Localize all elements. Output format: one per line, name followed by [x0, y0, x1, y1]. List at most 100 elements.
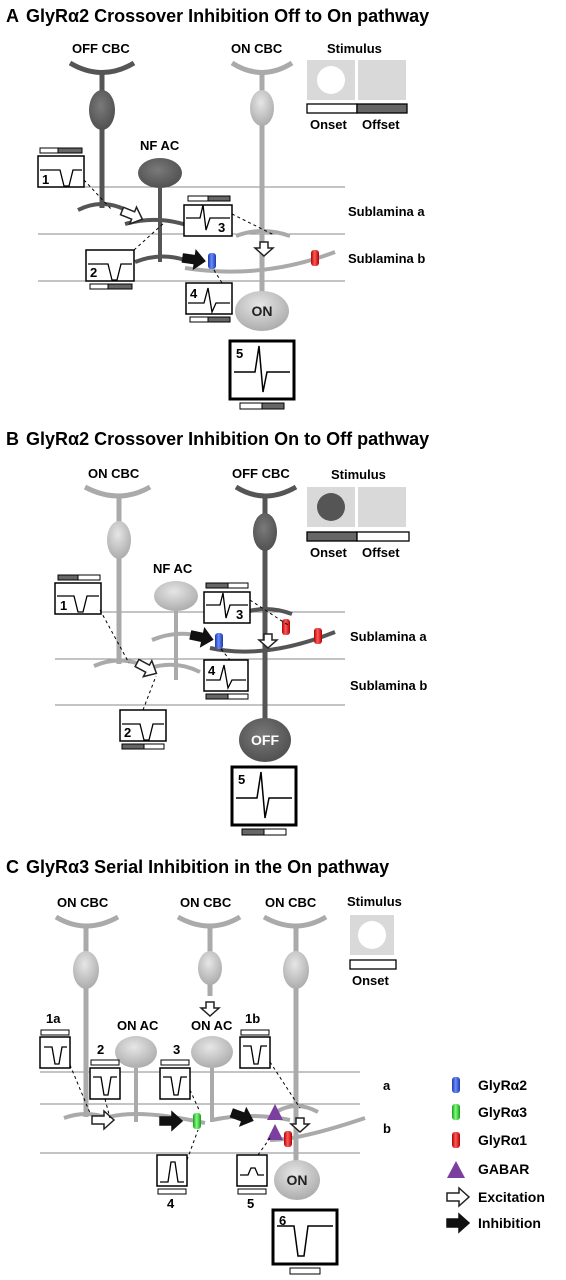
legend-item-inhibition: Inhibition — [446, 1213, 541, 1233]
layer-a-label: a — [383, 1078, 391, 1093]
on-gc-soma — [274, 1160, 320, 1200]
gabar-receptor — [267, 1124, 283, 1140]
legend-label: GlyRα3 — [478, 1104, 527, 1120]
recording-box-6: 6 — [271, 1208, 339, 1275]
recording-number: 2 — [90, 265, 97, 280]
on-cbc-soma — [107, 521, 131, 559]
recording-line — [142, 675, 157, 711]
on-ac-label: ON AC — [117, 1018, 159, 1033]
sublamina-a-label: Sublamina a — [348, 204, 425, 219]
off-cbc-label: OFF CBC — [72, 41, 130, 56]
panel-c: C GlyRα3 Serial Inhibition in the On pat… — [6, 857, 402, 1275]
on-cbc-dendrite — [230, 60, 294, 75]
sublamina-b-label: Sublamina b — [348, 251, 425, 266]
recording-number: 6 — [279, 1213, 286, 1228]
onset-label: Onset — [352, 973, 390, 988]
recording-box-3: 3 — [183, 195, 233, 237]
recording-line — [189, 1089, 201, 1113]
green-cylinder-icon — [452, 1104, 460, 1120]
recording-line — [249, 599, 289, 626]
recording-line — [257, 1137, 271, 1156]
stimulus-label: Stimulus — [331, 467, 386, 482]
legend-label: Inhibition — [478, 1215, 541, 1231]
on-cbc-dendrite — [83, 484, 152, 499]
recording-line — [213, 269, 223, 284]
off-gc-soma — [239, 718, 291, 762]
stimulus-dark-spot — [317, 493, 345, 521]
nf-ac-label: NF AC — [153, 561, 193, 576]
on-cbc-label: ON CBC — [180, 895, 232, 910]
excitation-arrow-icon — [258, 633, 278, 649]
legend: GlyRα2 GlyRα3 GlyRα1 GABAR Excitation In… — [446, 1077, 545, 1233]
on-cbc-label: ON CBC — [57, 895, 109, 910]
nf-ac-soma — [138, 158, 182, 188]
recording-line — [231, 213, 275, 236]
layer-b-label: b — [383, 1121, 391, 1136]
panel-a-title: GlyRα2 Crossover Inhibition Off to On pa… — [26, 6, 429, 26]
panel-a-letter: A — [6, 6, 19, 26]
on-cbc-soma — [283, 951, 309, 989]
glyra1-receptor — [314, 628, 322, 644]
off-cbc-label: OFF CBC — [232, 466, 290, 481]
recording-box-5: 5 — [236, 1154, 268, 1211]
blue-cylinder-icon — [452, 1077, 460, 1093]
recording-number: 1b — [245, 1011, 260, 1026]
legend-item-glyra1: GlyRα1 — [452, 1132, 527, 1148]
nf-ac-terminal — [134, 254, 186, 264]
on-cbc-dendrite — [54, 914, 120, 929]
recording-number: 2 — [124, 725, 131, 740]
recording-number: 4 — [167, 1196, 175, 1211]
purple-triangle-icon — [447, 1161, 465, 1178]
recording-box-4: 4 — [203, 659, 249, 700]
stimulus-white-spot — [317, 66, 345, 94]
recording-line — [133, 221, 166, 251]
legend-label: GlyRα2 — [478, 1077, 527, 1093]
recording-box-5: 5 — [228, 339, 296, 410]
red-cylinder-icon — [452, 1132, 460, 1148]
white-arrow-icon — [446, 1187, 470, 1207]
stimulus-bar-onset — [349, 959, 397, 970]
on-cbc-label: ON CBC — [231, 41, 283, 56]
stimulus-offset-square — [358, 487, 406, 527]
excitation-arrow-icon — [254, 241, 274, 257]
recording-box-2: 2 — [85, 249, 135, 290]
nf-ac-label: NF AC — [140, 138, 180, 153]
gabar-receptor — [267, 1104, 283, 1120]
stimulus-bar-offset — [356, 103, 408, 114]
inhibition-arrow-icon — [188, 625, 216, 650]
panel-c-title: GlyRα3 Serial Inhibition in the On pathw… — [26, 857, 389, 877]
recording-line — [99, 609, 130, 664]
recording-line — [83, 179, 113, 211]
stimulus-bar-onset — [306, 103, 358, 114]
on-ac-label: ON AC — [191, 1018, 233, 1033]
on-gc-label: ON — [252, 303, 273, 319]
sublamina-b-label: Sublamina b — [350, 678, 427, 693]
recording-number: 4 — [208, 663, 216, 678]
off-gc-label: OFF — [251, 732, 279, 748]
legend-item-glyra3: GlyRα3 — [452, 1104, 527, 1120]
recording-box-1: 1 — [54, 574, 102, 615]
recording-box-5: 5 — [230, 765, 298, 836]
stimulus-label: Stimulus — [327, 41, 382, 56]
on-gc-soma — [235, 291, 289, 331]
glyra1-receptor — [284, 1131, 292, 1147]
panel-b: B GlyRα2 Crossover Inhibition On to Off … — [6, 429, 429, 836]
recording-box-3: 3 — [159, 1042, 191, 1100]
legend-label: Excitation — [478, 1189, 545, 1205]
recording-number: 3 — [173, 1042, 180, 1057]
stimulus-bar-onset — [306, 531, 358, 542]
recording-box-1: 1 — [37, 147, 85, 188]
recording-line — [220, 648, 231, 661]
sublamina-a-label: Sublamina a — [350, 629, 427, 644]
legend-item-excitation: Excitation — [446, 1187, 545, 1207]
on-cbc-terminal — [235, 229, 291, 238]
onset-label: Onset — [310, 545, 348, 560]
recording-number: 5 — [247, 1196, 254, 1211]
off-cbc-soma — [89, 90, 115, 130]
on-ac-soma — [115, 1036, 157, 1068]
excitation-arrow-icon — [200, 1001, 220, 1017]
panel-c-letter: C — [6, 857, 19, 877]
recording-box-3: 3 — [203, 582, 251, 624]
recording-number: 1 — [42, 172, 49, 187]
on-cbc-terminal — [274, 1104, 319, 1114]
